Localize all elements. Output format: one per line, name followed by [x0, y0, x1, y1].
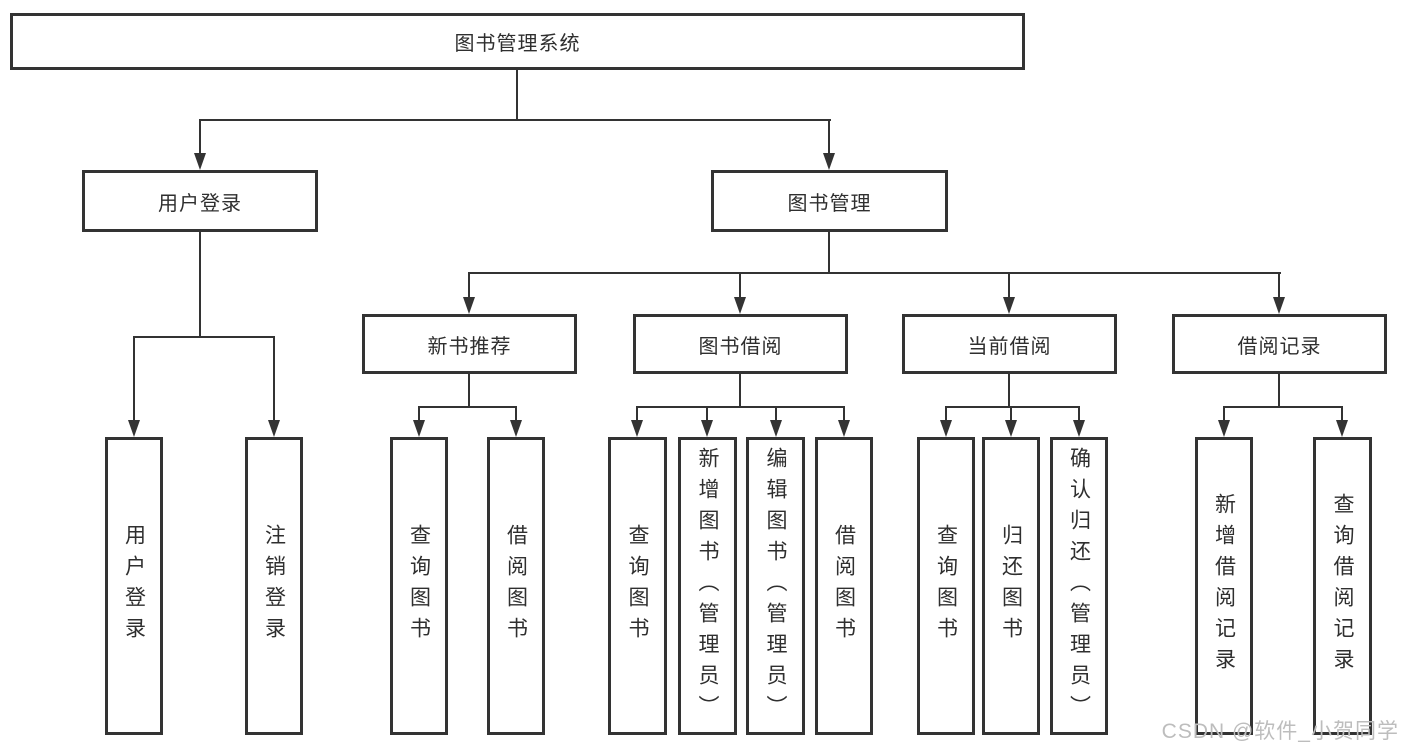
connector-vline: [1278, 374, 1280, 407]
connector-hline: [468, 272, 1281, 274]
leaf-add-book-admin: 新增图书（管理员）: [678, 437, 737, 735]
connector-arrow-down: [510, 406, 522, 437]
leaf-label: 借阅图书: [504, 524, 528, 648]
connector-arrow-down: [194, 119, 206, 170]
leaf-label: 新增图书（管理员）: [696, 446, 719, 726]
connector-hline: [636, 406, 845, 408]
leaf-label: 借阅图书: [832, 524, 856, 648]
leaf-label: 编辑图书（管理员）: [764, 446, 787, 726]
node-label: 图书借阅: [698, 335, 783, 358]
connector-arrow-down: [463, 272, 475, 314]
node-borrow-records: 借阅记录: [1172, 314, 1387, 374]
leaf-borrow-book: 借阅图书: [815, 437, 873, 735]
connector-hline: [1223, 406, 1343, 408]
node-library-system: 图书管理系统: [10, 13, 1025, 70]
node-book-borrow: 图书借阅: [633, 314, 848, 374]
connector-arrow-down: [838, 406, 850, 437]
leaf-query-borrow-record: 查询借阅记录: [1313, 437, 1372, 735]
connector-arrow-down: [823, 119, 835, 170]
node-current-borrow: 当前借阅: [902, 314, 1117, 374]
leaf-label: 注销登录: [262, 524, 286, 648]
leaf-return-book: 归还图书: [982, 437, 1040, 735]
node-label: 借阅记录: [1237, 335, 1322, 358]
connector-arrow-down: [1003, 272, 1015, 314]
leaf-label: 新增借阅记录: [1212, 493, 1236, 679]
connector-arrow-down: [770, 406, 782, 437]
leaf-label: 确认归还（管理员）: [1067, 446, 1091, 726]
connector-hline: [418, 406, 517, 408]
connector-arrow-down: [128, 336, 140, 437]
node-label: 当前借阅: [967, 335, 1052, 358]
csdn-watermark: CSDN @软件_小贺同学: [1161, 720, 1399, 743]
leaf-label: 查询图书: [407, 524, 431, 648]
leaf-label: 查询借阅记录: [1331, 493, 1354, 679]
connector-arrow-down: [1073, 406, 1085, 437]
leaf-label: 用户登录: [122, 524, 146, 648]
node-book-management: 图书管理: [711, 170, 948, 232]
connector-arrow-down: [1005, 406, 1017, 437]
node-new-book-recommend: 新书推荐: [362, 314, 577, 374]
leaf-label: 查询图书: [626, 524, 649, 648]
leaf-query-book-recommend: 查询图书: [390, 437, 448, 735]
connector-arrow-down: [940, 406, 952, 437]
leaf-label: 查询图书: [934, 524, 958, 648]
connector-arrow-down: [734, 272, 746, 314]
node-label: 用户登录: [158, 192, 242, 215]
connector-arrow-down: [631, 406, 643, 437]
connector-arrow-down: [1273, 272, 1285, 314]
connector-arrow-down: [1218, 406, 1230, 437]
connector-vline: [199, 232, 201, 337]
node-label: 图书管理: [787, 192, 872, 215]
node-label: 新书推荐: [427, 335, 512, 358]
leaf-borrow-book-recommend: 借阅图书: [487, 437, 545, 735]
connector-hline: [199, 119, 831, 121]
leaf-add-borrow-record: 新增借阅记录: [1195, 437, 1253, 735]
connector-vline: [1008, 374, 1010, 407]
connector-vline: [828, 232, 830, 273]
leaf-logout: 注销登录: [245, 437, 303, 735]
leaf-user-login: 用户登录: [105, 437, 163, 735]
node-label: 图书管理系统: [454, 33, 581, 55]
connector-vline: [739, 374, 741, 407]
leaf-edit-book-admin: 编辑图书（管理员）: [746, 437, 805, 735]
connector-arrow-down: [701, 406, 713, 437]
leaf-label: 归还图书: [999, 524, 1023, 648]
connector-arrow-down: [268, 336, 280, 437]
connector-hline: [133, 336, 275, 338]
leaf-query-book-current: 查询图书: [917, 437, 975, 735]
connector-vline: [516, 70, 518, 120]
leaf-confirm-return-admin: 确认归还（管理员）: [1050, 437, 1108, 735]
leaf-query-book-borrow: 查询图书: [608, 437, 667, 735]
connector-vline: [468, 374, 470, 407]
node-user-login: 用户登录: [82, 170, 318, 232]
connector-arrow-down: [413, 406, 425, 437]
connector-hline: [945, 406, 1080, 408]
connector-arrow-down: [1336, 406, 1348, 437]
